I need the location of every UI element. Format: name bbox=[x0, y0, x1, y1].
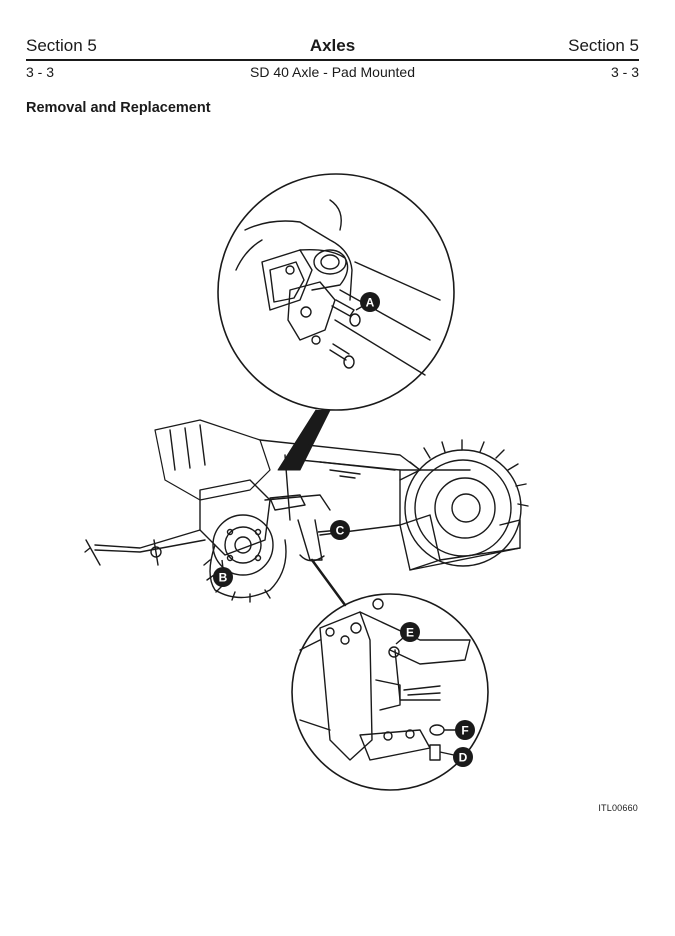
page-subheader: 3 - 3 SD 40 Axle - Pad Mounted 3 - 3 bbox=[26, 64, 639, 82]
header-section-left: Section 5 bbox=[26, 36, 97, 55]
callout-f: F bbox=[444, 720, 475, 740]
page-number-left: 3 - 3 bbox=[26, 64, 55, 80]
header-section-right: Section 5 bbox=[568, 36, 639, 55]
callout-a: A bbox=[355, 292, 380, 312]
front-axle bbox=[84, 479, 331, 603]
svg-text:A: A bbox=[366, 296, 375, 310]
page-header: Section 5 Axles Section 5 bbox=[26, 36, 639, 58]
callouts: A B C D E F bbox=[213, 292, 475, 767]
svg-text:F: F bbox=[461, 724, 468, 738]
subheader-title: SD 40 Axle - Pad Mounted bbox=[250, 64, 415, 80]
header-rule bbox=[26, 59, 639, 61]
callout-e: E bbox=[395, 622, 420, 645]
svg-text:D: D bbox=[459, 751, 468, 765]
figure-id: ITL00660 bbox=[598, 803, 638, 813]
page-number-right: 3 - 3 bbox=[610, 64, 639, 80]
callout-d: D bbox=[439, 747, 473, 767]
svg-text:C: C bbox=[336, 524, 345, 538]
detail-circle-bottom bbox=[291, 558, 489, 791]
rear-wheel bbox=[399, 439, 529, 571]
callout-b: B bbox=[213, 559, 233, 587]
detail-circle-top bbox=[217, 173, 455, 471]
header-chapter-title: Axles bbox=[309, 36, 356, 55]
svg-text:B: B bbox=[219, 571, 228, 585]
section-title: Removal and Replacement bbox=[26, 100, 211, 116]
callout-c: C bbox=[317, 520, 350, 540]
svg-text:E: E bbox=[406, 626, 414, 640]
